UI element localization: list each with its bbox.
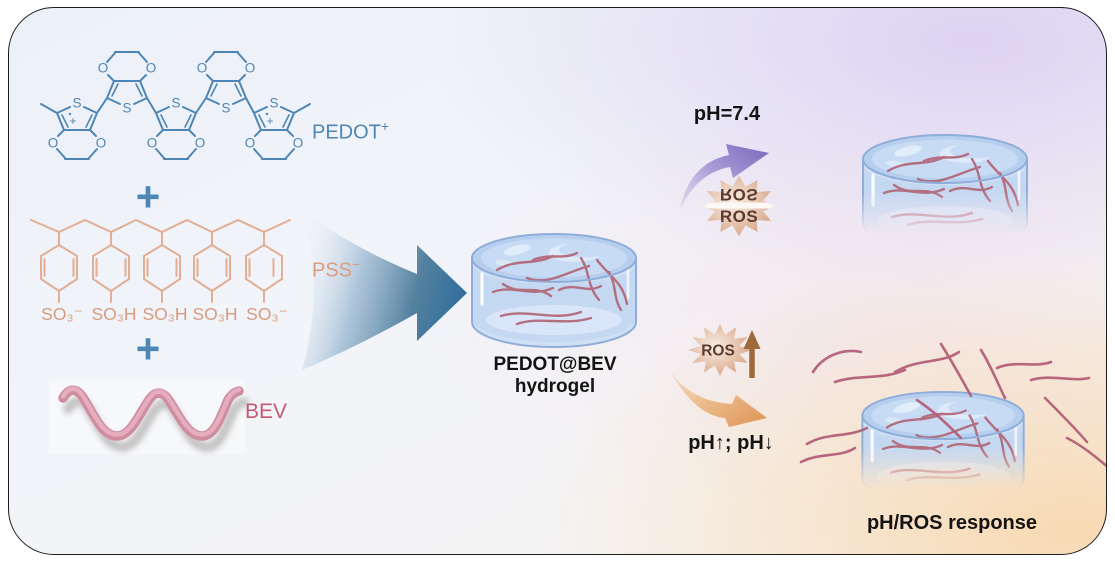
atom-o: O — [96, 136, 107, 151]
ph-change-label: pH↑; pH↓ — [688, 432, 774, 454]
atom-o: O — [98, 61, 109, 76]
positive-charge: + — [69, 114, 76, 128]
response-label: pH/ROS response — [866, 512, 1038, 534]
sulfonate-label: SO₃H — [91, 304, 136, 324]
ros-label: ROS — [720, 207, 758, 226]
product-name: PEDOT@BEV — [493, 354, 617, 375]
atom-s: S — [122, 101, 131, 116]
product-type: hydrogel — [514, 376, 596, 397]
pss-structure: SO₃⁻ SO₃H SO₃H SO₃H SO₃⁻ — [30, 218, 291, 324]
atom-o: O — [146, 61, 157, 76]
pss-label: PSS− — [312, 256, 361, 282]
plus-icon: + — [135, 173, 161, 220]
atom-o: O — [195, 136, 206, 151]
ros-up-star-icon: ROS — [688, 324, 761, 378]
atom-o: O — [197, 61, 208, 76]
ros-label: ROS — [701, 343, 735, 360]
ros-crossed-star-icon: ROS ROS — [702, 176, 776, 236]
ph-neutral-label: pH=7.4 — [693, 103, 761, 125]
atom-o: O — [48, 136, 59, 151]
pedot-charge: + — [380, 118, 390, 134]
hydrogel-center — [470, 232, 638, 349]
atom-o: O — [293, 136, 304, 151]
product-label: PEDOT@BEV hydrogel — [470, 354, 640, 398]
bev-label: BEV — [245, 400, 288, 423]
pss-charge: − — [352, 256, 361, 272]
plus-icon: + — [135, 325, 161, 372]
sulfonate-label: SO₃H — [192, 304, 237, 324]
ros-increase-arrow-icon — [743, 330, 761, 378]
hydrogel-intact — [860, 131, 1032, 253]
atom-o: O — [245, 136, 256, 151]
atom-o: O — [245, 61, 256, 76]
ros-label-mirrored: ROS — [720, 185, 758, 204]
synthesis-arrow-icon — [302, 211, 467, 370]
atom-s: S — [269, 96, 278, 111]
sulfonate-label: SO₃⁻ — [246, 304, 288, 324]
atom-s: S — [171, 96, 180, 111]
sulfonate-label: SO₃H — [142, 304, 187, 324]
released-fibers — [799, 342, 1106, 468]
neutral-arrow-icon — [680, 144, 769, 210]
pedot-label: PEDOT+ — [312, 118, 390, 144]
stimulus-arrow-icon — [662, 356, 767, 427]
figure-frame: S S S S S O O O O O O O O O O + + PEDOT+… — [8, 7, 1107, 555]
positive-charge: + — [266, 114, 273, 128]
atom-s: S — [221, 101, 230, 116]
pedot-structure: S S S S S O O O O O O O O O O + + — [40, 51, 311, 160]
sulfonate-label: SO₃⁻ — [41, 304, 83, 324]
bev-structure — [49, 380, 249, 454]
atom-s: S — [72, 96, 81, 111]
atom-o: O — [147, 136, 158, 151]
